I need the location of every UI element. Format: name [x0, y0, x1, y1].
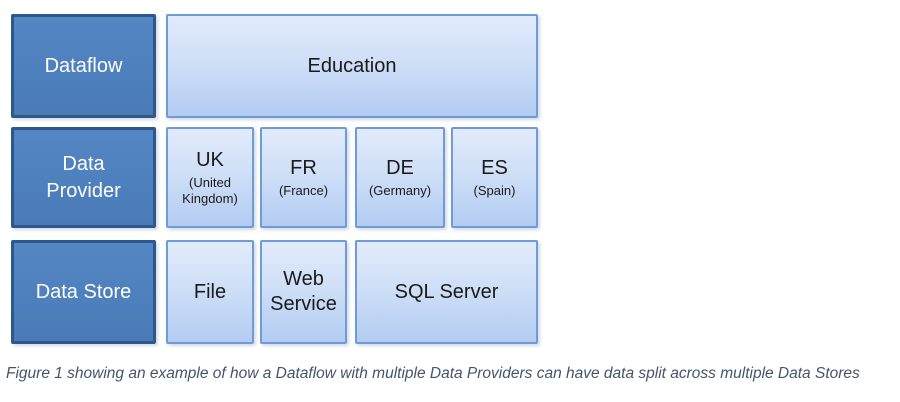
store-box-sql-server: SQL Server	[355, 240, 538, 344]
box-label: ES	[481, 157, 508, 180]
provider-box-es: ES (Spain)	[451, 127, 538, 228]
box-sublabel: (United Kingdom)	[182, 175, 238, 206]
box-label: FR	[290, 157, 317, 180]
dataflow-box-education: Education	[166, 14, 538, 118]
box-label: DE	[386, 157, 414, 180]
row-header-data-store: Data Store	[11, 240, 156, 344]
row-header-label: Dataflow	[44, 54, 123, 77]
row-header-dataflow: Dataflow	[11, 14, 156, 118]
store-box-web-service: Web Service	[260, 240, 347, 344]
box-label: UK	[196, 149, 224, 172]
row-header-data-provider: Data Provider	[11, 127, 156, 228]
box-label: Web Service	[270, 268, 337, 315]
provider-box-uk: UK (United Kingdom)	[166, 127, 254, 228]
box-label: SQL Server	[394, 280, 499, 303]
box-sublabel: (France)	[278, 183, 329, 199]
box-label: File	[193, 280, 227, 303]
box-label: Education	[307, 54, 397, 77]
store-box-file: File	[166, 240, 254, 344]
provider-box-de: DE (Germany)	[355, 127, 445, 228]
figure-caption: Figure 1 showing an example of how a Dat…	[6, 365, 860, 382]
box-sublabel: (Germany)	[368, 183, 432, 199]
row-header-label: Data Store	[35, 280, 132, 303]
provider-box-fr: FR (France)	[260, 127, 347, 228]
box-sublabel: (Spain)	[473, 183, 516, 199]
row-header-label: Data Provider	[46, 152, 121, 202]
